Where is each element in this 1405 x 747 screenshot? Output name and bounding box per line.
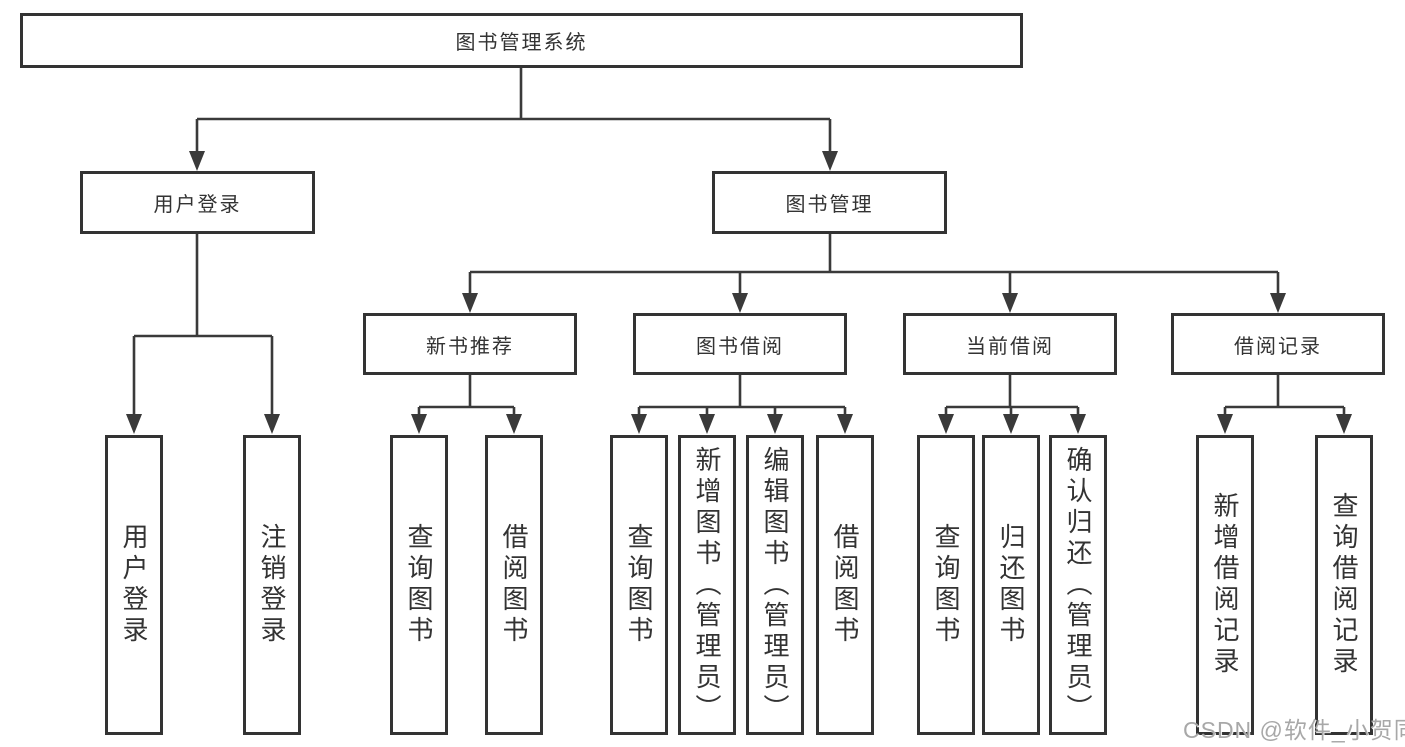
node-label: 借阅记录: [1234, 335, 1322, 358]
node-current-borrowing: 当前借阅: [903, 313, 1117, 375]
branch-records: [1225, 375, 1344, 409]
node-label: 注销登录: [257, 523, 287, 647]
node-user-login: 用户登录: [80, 171, 315, 234]
branch-root: [197, 68, 830, 121]
node-label: 编辑图书（管理员）: [760, 445, 790, 725]
leaf-query-borrow-record: 查询借阅记录: [1315, 435, 1373, 735]
node-book-management: 图书管理: [712, 171, 947, 234]
node-label: 用户登录: [119, 523, 149, 647]
node-book-borrowing: 图书借阅: [633, 313, 847, 375]
node-label: 借阅图书: [499, 523, 529, 647]
node-label: 图书借阅: [696, 335, 784, 358]
node-label: 查询图书: [624, 523, 654, 647]
branch-login: [134, 234, 272, 338]
node-label: 借阅图书: [830, 523, 860, 647]
branch-borrow: [639, 375, 845, 409]
leaf-query-books-recommend: 查询图书: [390, 435, 448, 735]
node-label: 图书管理系统: [455, 32, 588, 54]
leaf-query-books-borrow: 查询图书: [610, 435, 668, 735]
leaf-logout: 注销登录: [243, 435, 301, 735]
leaf-query-books-current: 查询图书: [917, 435, 975, 735]
node-label: 用户登录: [153, 194, 242, 216]
leaf-edit-book-admin: 编辑图书（管理员）: [746, 435, 804, 735]
node-label: 归还图书: [996, 523, 1026, 647]
node-label: 查询借阅记录: [1329, 492, 1359, 678]
leaf-confirm-return-admin: 确认归还（管理员）: [1049, 435, 1107, 735]
node-label: 图书管理: [785, 194, 874, 216]
node-borrowing-records: 借阅记录: [1171, 313, 1385, 375]
leaf-user-login: 用户登录: [105, 435, 163, 735]
node-label: 确认归还（管理员）: [1063, 445, 1093, 725]
leaf-borrow-books: 借阅图书: [816, 435, 874, 735]
node-label: 新增图书（管理员）: [692, 445, 722, 725]
leaf-return-book: 归还图书: [982, 435, 1040, 735]
node-label: 查询图书: [404, 523, 434, 647]
node-label: 新增借阅记录: [1210, 492, 1240, 678]
node-label: 当前借阅: [966, 335, 1054, 358]
csdn-watermark: CSDN @软件_小贺同学: [1183, 717, 1405, 743]
branch-current: [946, 375, 1078, 409]
tree-branches: [126, 68, 1352, 434]
leaf-add-book-admin: 新增图书（管理员）: [678, 435, 736, 735]
leaf-borrow-books-recommend: 借阅图书: [485, 435, 543, 735]
branch-mgmt: [470, 234, 1278, 274]
node-label: 新书推荐: [426, 335, 514, 358]
node-new-book-recommendation: 新书推荐: [363, 313, 577, 375]
node-label: 查询图书: [931, 523, 961, 647]
branch-newbook: [419, 375, 514, 409]
leaf-add-borrow-record: 新增借阅记录: [1196, 435, 1254, 735]
node-library-management-system: 图书管理系统: [20, 13, 1023, 68]
